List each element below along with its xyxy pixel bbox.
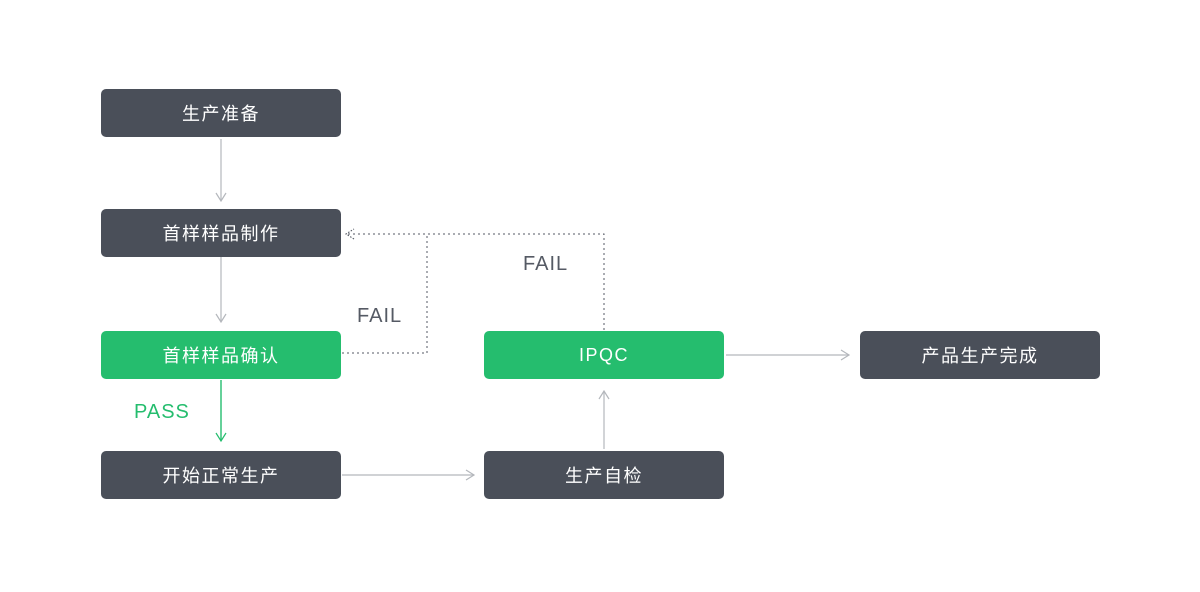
node-ipqc-label: IPQC <box>578 344 629 365</box>
edge-label-fail-sample-confirm: FAIL <box>357 305 403 327</box>
node-product-complete: 产品生产完成 <box>860 331 1100 379</box>
node-production-self-check: 生产自检 <box>484 451 724 499</box>
node-start-normal-production: 开始正常生产 <box>101 451 341 499</box>
dotted-arrow-ipqc-fail-to-sample-make <box>344 228 605 330</box>
node-first-sample-confirm-label: 首样样品确认 <box>162 346 280 366</box>
node-production-prep: 生产准备 <box>101 89 341 137</box>
node-production-prep-label: 生产准备 <box>182 104 260 124</box>
node-first-sample-confirm: 首样样品确认 <box>101 331 341 379</box>
dotted-line-sample-confirm-fail <box>342 235 428 354</box>
node-first-sample-make: 首样样品制作 <box>101 209 341 257</box>
edge-label-pass: PASS <box>134 401 190 423</box>
node-ipqc: IPQC <box>484 331 724 379</box>
node-product-complete-label: 产品生产完成 <box>921 346 1039 366</box>
node-production-self-check-label: 生产自检 <box>565 466 643 486</box>
node-start-normal-production-label: 开始正常生产 <box>162 466 280 486</box>
node-first-sample-make-label: 首样样品制作 <box>162 224 280 244</box>
edge-label-fail-ipqc: FAIL <box>523 253 569 275</box>
